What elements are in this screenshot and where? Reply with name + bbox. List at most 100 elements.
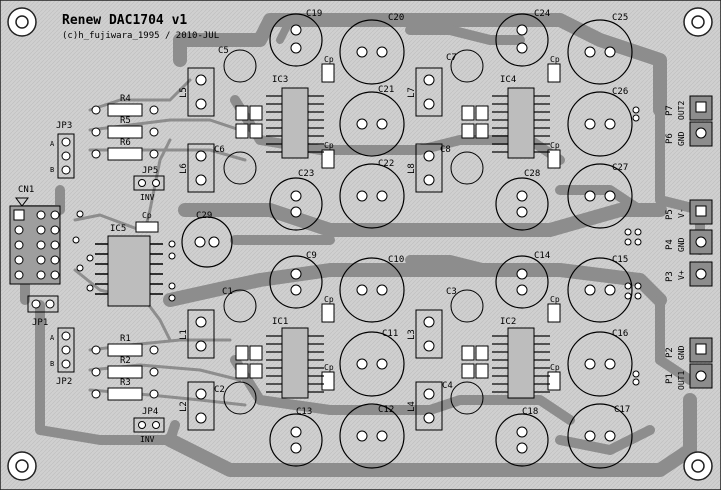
jp5-inv-label: INV xyxy=(140,193,155,202)
c7-label: C7 xyxy=(446,53,457,63)
cn1-label: CN1 xyxy=(18,185,34,195)
c21-label: C21 xyxy=(378,85,394,95)
cp-label-7: Cp xyxy=(550,295,560,304)
p2-sig-label: GND xyxy=(677,345,686,360)
l8-label: L8 xyxy=(407,163,417,174)
c27-label: C27 xyxy=(612,163,628,173)
r4-label: R4 xyxy=(120,94,131,104)
ic5-cp-label: Cp xyxy=(142,211,152,220)
p4-label: P4 xyxy=(665,239,675,250)
l2-label: L2 xyxy=(179,401,189,412)
c29-label: C29 xyxy=(196,211,212,221)
c19-label: C19 xyxy=(306,9,322,19)
cp-label-1: Cp xyxy=(324,55,334,64)
c9-label: C9 xyxy=(306,251,317,261)
jp4-inv-label: INV xyxy=(140,435,155,444)
jp3-label: JP3 xyxy=(56,121,72,131)
inductors xyxy=(187,67,443,431)
p7-label: P7 xyxy=(665,105,675,116)
p3-sig-label: V+ xyxy=(677,270,686,280)
p3-label: P3 xyxy=(665,271,675,282)
c23-label: C23 xyxy=(298,169,314,179)
p4-sig-label: GND xyxy=(677,237,686,252)
resistors-top xyxy=(91,103,159,161)
ic3-label: IC3 xyxy=(272,75,288,85)
large-caps xyxy=(269,13,633,469)
c16-label: C16 xyxy=(612,329,628,339)
c20-label: C20 xyxy=(388,13,404,23)
board-title: Renew DAC1704 v1 xyxy=(62,13,187,28)
board-credit: (c)h_fujiwara_1995 / 2010-JUL xyxy=(62,31,219,41)
jp4-label: JP4 xyxy=(142,407,158,417)
jp3-a-label: A xyxy=(50,140,55,148)
c28-label: C28 xyxy=(524,169,540,179)
r3-label: R3 xyxy=(120,378,131,388)
jp1-jumper: JP1 xyxy=(27,295,59,328)
c14-label: C14 xyxy=(534,251,550,261)
ic4-label: IC4 xyxy=(500,75,516,85)
ic1-label: IC1 xyxy=(272,317,288,327)
c10-label: C10 xyxy=(388,255,404,265)
jp5-label: JP5 xyxy=(142,166,158,176)
ic5-label: IC5 xyxy=(110,224,126,234)
c17-label: C17 xyxy=(614,405,630,415)
c12-label: C12 xyxy=(378,405,394,415)
large-cap-pads xyxy=(290,24,616,454)
l1-label: L1 xyxy=(179,329,189,340)
ic5-chip: IC5 Cp xyxy=(95,211,163,307)
jp2-jumper: JP2 A B xyxy=(50,327,75,387)
c22-label: C22 xyxy=(378,159,394,169)
r6-label: R6 xyxy=(120,138,131,148)
cp-label-5: Cp xyxy=(324,295,334,304)
cp-label-6: Cp xyxy=(324,363,334,372)
cn1-connector: CN1 xyxy=(9,185,61,285)
jp1-label: JP1 xyxy=(32,318,48,328)
l6-label: L6 xyxy=(179,163,189,174)
cp-chip-caps xyxy=(235,63,561,391)
cp-label-4: Cp xyxy=(550,141,560,150)
p2-label: P2 xyxy=(665,347,675,358)
cp-label-8: Cp xyxy=(550,363,560,372)
r5-label: R5 xyxy=(120,116,131,126)
c15-label: C15 xyxy=(612,255,628,265)
l3-label: L3 xyxy=(407,329,417,340)
c3-label: C3 xyxy=(446,287,457,297)
r1-label: R1 xyxy=(120,334,131,344)
l4-label: L4 xyxy=(407,401,417,412)
p6-label: P6 xyxy=(665,133,675,144)
c13-label: C13 xyxy=(296,407,312,417)
jp2-label: JP2 xyxy=(56,377,72,387)
c25-label: C25 xyxy=(612,13,628,23)
p7-sig-label: OUT2 xyxy=(677,101,686,120)
c29-capacitor: C29 xyxy=(181,211,233,268)
c11-label: C11 xyxy=(382,329,398,339)
p5-label: P5 xyxy=(665,209,675,220)
ic-packages xyxy=(266,87,550,399)
p6-sig-label: GND xyxy=(677,131,686,146)
p1-sig-label: OUT1 xyxy=(677,371,686,390)
c18-label: C18 xyxy=(522,407,538,417)
c6-label: C6 xyxy=(214,145,225,155)
r2-label: R2 xyxy=(120,356,131,366)
copper-traces xyxy=(20,13,705,477)
l5-label: L5 xyxy=(179,87,189,98)
mounting-holes xyxy=(7,7,713,481)
c1-label: C1 xyxy=(222,287,233,297)
resistors-bottom xyxy=(91,343,159,401)
c5-label: C5 xyxy=(218,46,229,56)
c24-label: C24 xyxy=(534,9,550,19)
cp-label-3: Cp xyxy=(550,55,560,64)
jp2-b-label: B xyxy=(50,360,54,368)
jp3-jumper: JP3 A B xyxy=(50,121,75,179)
jp4-jumper: JP4 INV xyxy=(133,407,165,444)
p5-sig-label: V- xyxy=(677,208,686,218)
c2-label: C2 xyxy=(214,385,225,395)
cp-label-2: Cp xyxy=(324,141,334,150)
vias xyxy=(72,106,642,386)
c8-label: C8 xyxy=(440,145,451,155)
c26-label: C26 xyxy=(612,87,628,97)
ic2-label: IC2 xyxy=(500,317,516,327)
p1-label: P1 xyxy=(665,373,675,384)
small-caps xyxy=(223,49,484,415)
